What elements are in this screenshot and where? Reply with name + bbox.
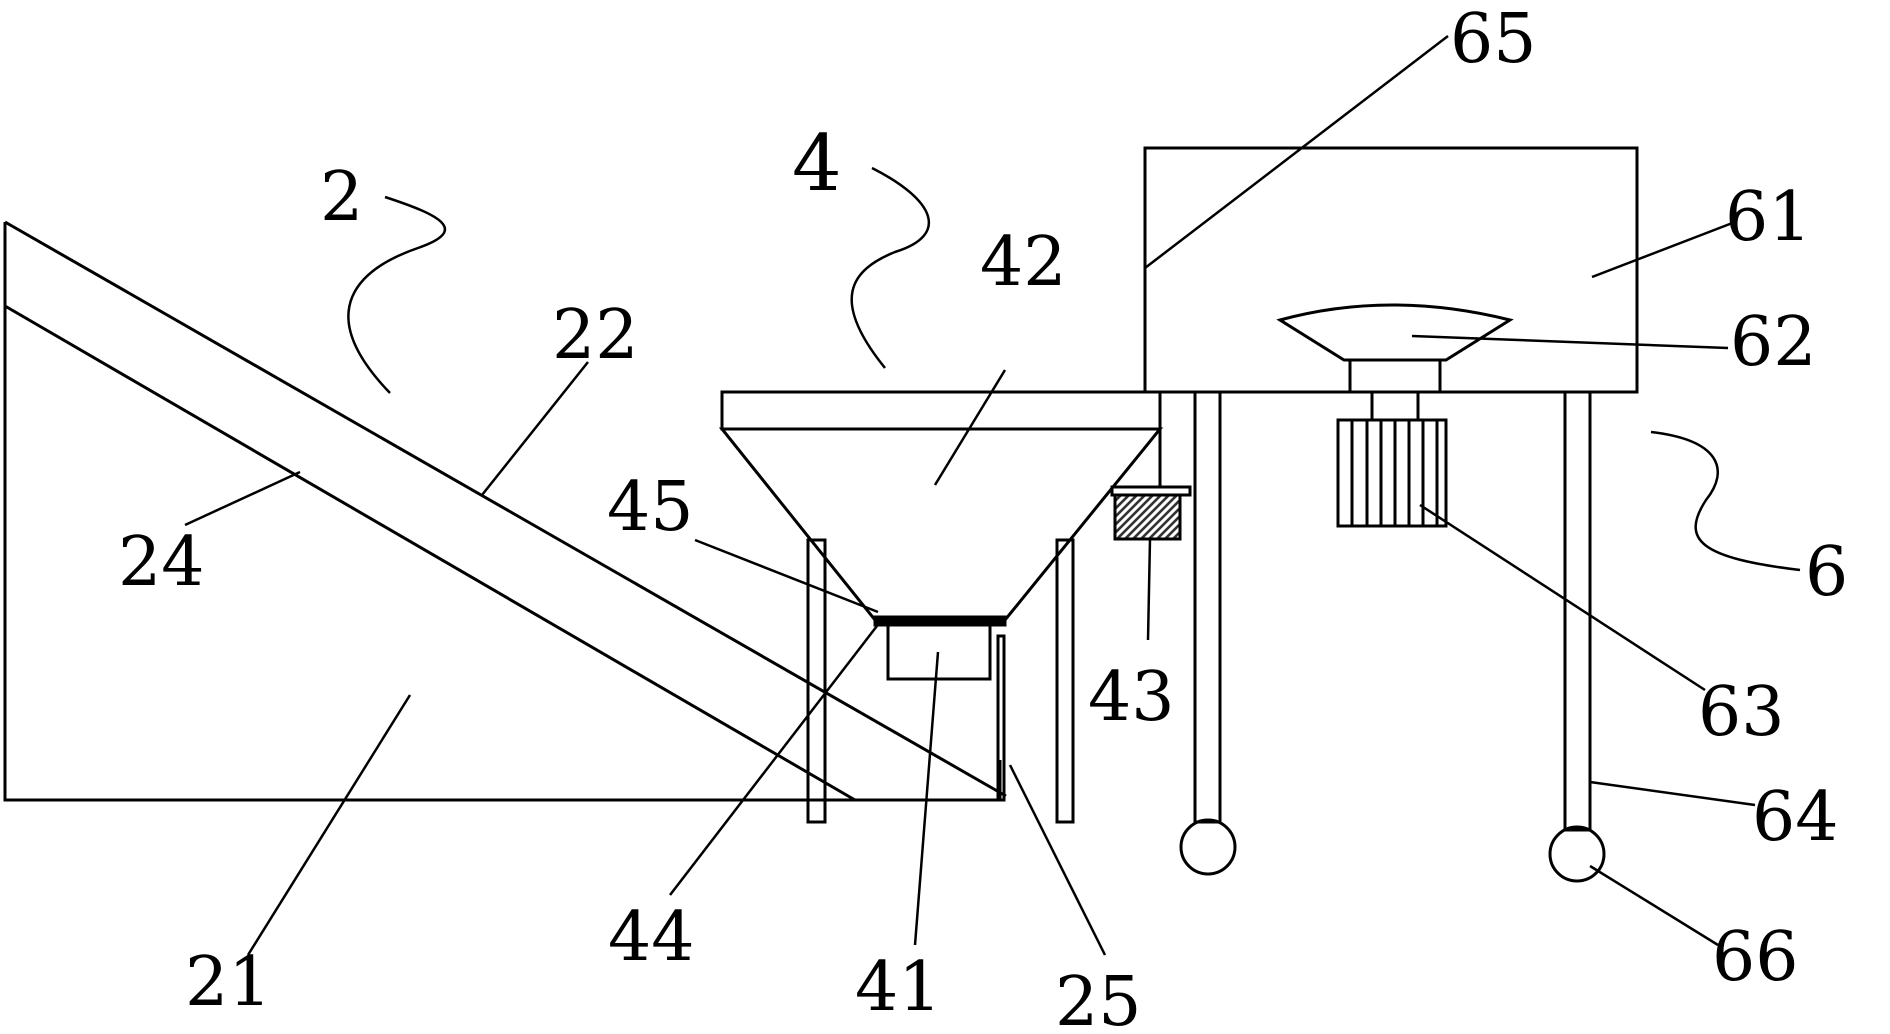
reference-labels: 2 4 6 21 22 24 25 41 42 43 44 45 61 62 6… [118,0,1848,1034]
leader-45 [694,538,879,614]
motor-shaft [1370,390,1420,422]
leader-42 [933,369,1007,486]
label-62: 62 [1730,303,1817,382]
label-66: 66 [1712,918,1799,997]
label-2: 2 [320,158,363,237]
label-4: 4 [792,119,842,209]
leader-43 [1146,538,1152,641]
sensor-block-43 [1113,493,1182,541]
hopper-top-rim [720,390,1162,431]
fan-hub [1348,358,1442,394]
leader-4 [850,166,930,369]
leader-61 [1591,220,1736,279]
leader-41 [913,651,940,946]
label-41: 41 [855,948,942,1027]
wheel-66 [1548,825,1606,883]
leader-6 [1650,430,1801,572]
support-leg-64 [1563,390,1592,832]
hopper-left-leg [806,538,827,824]
cabinet-box-61 [1143,146,1639,394]
leader-22 [481,361,589,496]
leader-64 [1589,780,1756,807]
leader-25 [1008,764,1107,956]
label-22: 22 [552,296,639,375]
leader-65 [1144,35,1449,269]
label-43: 43 [1088,658,1175,737]
label-44: 44 [608,898,695,977]
inclined-rail-24 [4,304,856,802]
leader-21 [246,694,412,956]
leader-62 [1411,334,1729,350]
leader-2 [347,195,447,394]
motor-63 [1336,418,1448,528]
leader-66 [1589,864,1719,947]
leader-63 [1419,503,1706,692]
leader-lines [184,35,1801,956]
label-25: 25 [1055,963,1142,1034]
hopper-body-42 [718,427,1164,622]
leader-24 [184,470,301,527]
baffle-plate-25 [996,634,1006,802]
leader-44 [669,621,881,896]
outlet-pipe-41 [886,623,992,681]
support-leg-left [1193,390,1222,824]
wheel-left [1179,818,1237,876]
label-24: 24 [118,523,205,602]
fan-blade-62 [1276,303,1514,362]
base-frame-outline [3,222,1000,802]
label-64: 64 [1752,778,1839,857]
label-45: 45 [607,468,694,547]
inclined-plate-22 [4,220,1007,798]
label-42: 42 [980,223,1067,302]
label-65: 65 [1450,0,1537,79]
label-6: 6 [1805,533,1848,612]
label-61: 61 [1725,178,1812,257]
label-63: 63 [1698,673,1785,752]
hopper-right-leg [1055,538,1075,824]
label-21: 21 [185,943,272,1022]
